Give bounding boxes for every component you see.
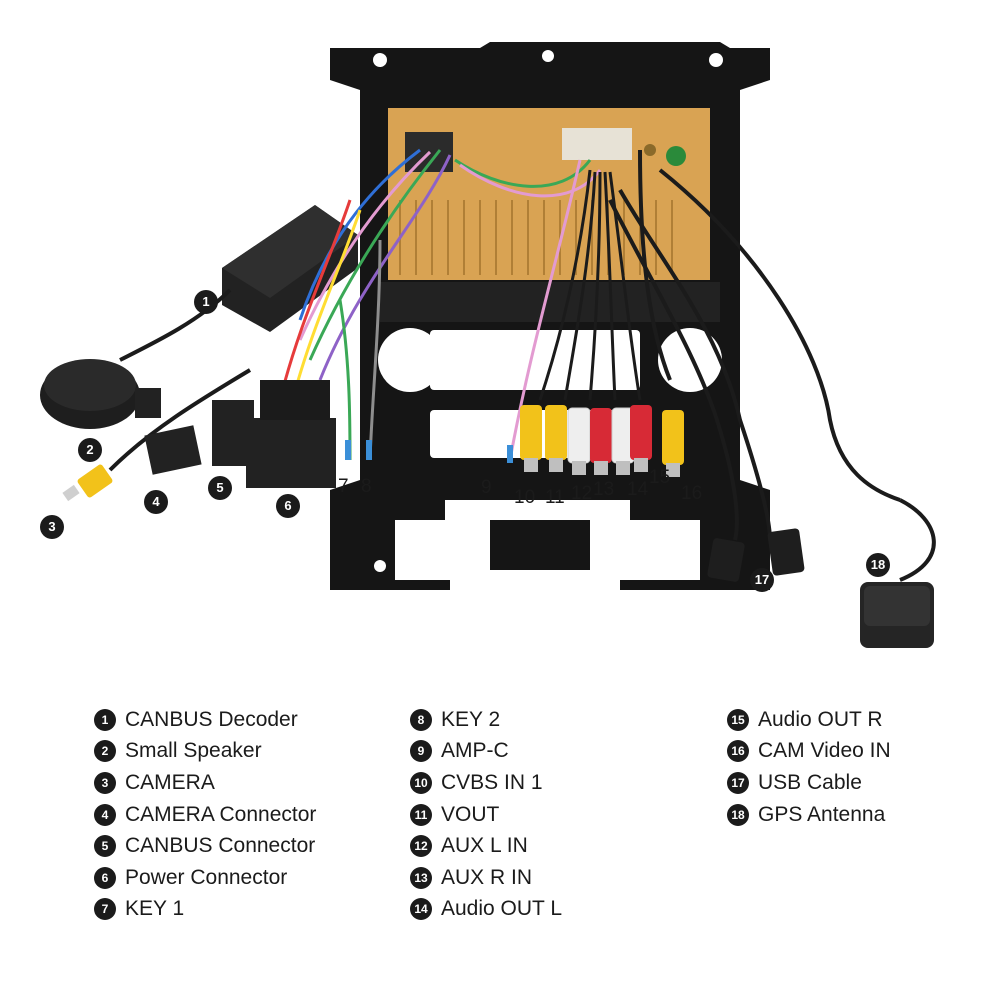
legend-item: 10 CVBS IN 1	[410, 767, 710, 799]
legend-label: AMP-C	[441, 739, 509, 763]
legend-number-badge: 14	[410, 898, 432, 921]
legend-item: 7 KEY 1	[94, 894, 394, 926]
legend-label: CAMERA	[125, 770, 215, 794]
legend-item: 11 VOUT	[410, 799, 710, 831]
legend-item: 6 Power Connector	[94, 862, 394, 894]
legend-item: 3 CAMERA	[94, 767, 394, 799]
legend-number-badge: 16	[727, 740, 749, 763]
legend-label: VOUT	[441, 802, 500, 826]
legend-item: 9 AMP-C	[410, 736, 710, 768]
legend-item: 14 Audio OUT L	[410, 894, 710, 926]
legend-item: 12 AUX L IN	[410, 830, 710, 862]
legend-item: 8 KEY 2	[410, 704, 710, 736]
legend-label: GPS Antenna	[758, 802, 886, 826]
camera-plug	[62, 464, 113, 502]
legend-item: 17 USB Cable	[727, 767, 987, 799]
legend-number-badge: 1	[94, 708, 116, 731]
legend-label: CANBUS Connector	[125, 834, 316, 858]
legend-number-badge: 13	[410, 866, 432, 889]
legend-item: 4 CAMERA Connector	[94, 799, 394, 831]
callout-number-7: 7	[338, 476, 349, 497]
legend-label: AUX R IN	[441, 865, 533, 889]
legend-number-badge: 3	[94, 771, 116, 794]
callout-number-15: 15	[649, 467, 671, 488]
callout-number-12: 12	[571, 483, 593, 504]
legend-number-badge: 9	[410, 740, 432, 763]
legend-item: 13 AUX R IN	[410, 862, 710, 894]
callout-marker-6: 6	[276, 494, 300, 518]
legend-item: 15 Audio OUT R	[727, 704, 987, 736]
legend-number-badge: 17	[727, 771, 749, 794]
callout-marker-5: 5	[208, 476, 232, 500]
legend-label: Audio OUT L	[441, 897, 563, 921]
usb-plugs	[707, 528, 805, 582]
legend-column-2: 8 KEY 2 9 AMP-C 10 CVBS IN 1 11 VOUT 12 AUX L…	[410, 704, 710, 925]
connector-blocks	[144, 380, 336, 488]
legend-number-badge: 18	[727, 803, 749, 826]
callout-number-16: 16	[681, 483, 703, 504]
legend-number-badge: 8	[410, 708, 432, 731]
legend-number-badge: 15	[727, 708, 749, 731]
callout-marker-17: 17	[750, 568, 774, 592]
legend-item: 1 CANBUS Decoder	[94, 704, 394, 736]
small-speaker	[40, 359, 161, 429]
head-unit-wiring-photo	[40, 42, 936, 648]
legend-item: 5 CANBUS Connector	[94, 830, 394, 862]
legend-number-badge: 5	[94, 835, 116, 858]
callout-marker-18: 18	[866, 553, 890, 577]
rca-plugs	[520, 405, 684, 477]
callout-number-11: 11	[545, 487, 565, 508]
legend-item: 16 CAM Video IN	[727, 736, 987, 768]
legend-label: CAM Video IN	[758, 739, 891, 763]
callout-number-9: 9	[481, 477, 492, 498]
legend-number-badge: 2	[94, 740, 116, 763]
legend-label: KEY 2	[441, 707, 501, 731]
callout-marker-2: 2	[78, 438, 102, 462]
legend-label: KEY 1	[125, 897, 185, 921]
legend-number-badge: 10	[410, 771, 432, 794]
legend-number-badge: 7	[94, 898, 116, 921]
canbus-decoder	[222, 205, 358, 332]
wire-harness	[108, 148, 901, 541]
legend-number-badge: 4	[94, 803, 116, 826]
callout-number-14: 14	[627, 479, 649, 500]
main-board	[380, 108, 720, 322]
legend-number-badge: 11	[410, 803, 432, 826]
legend-column-1: 1 CANBUS Decoder 2 Small Speaker 3 CAMERA 4…	[94, 704, 394, 925]
gps-antenna	[860, 498, 936, 648]
legend-item: 18 GPS Antenna	[727, 799, 987, 831]
legend-label: CANBUS Decoder	[125, 707, 298, 731]
legend-label: Power Connector	[125, 865, 288, 889]
callout-marker-3: 3	[40, 515, 64, 539]
legend-label: CVBS IN 1	[441, 770, 543, 794]
legend-number-badge: 12	[410, 835, 432, 858]
legend-label: USB Cable	[758, 770, 862, 794]
callout-number-13: 13	[593, 479, 615, 500]
legend-item: 2 Small Speaker	[94, 736, 394, 768]
legend-label: CAMERA Connector	[125, 802, 317, 826]
legend-label: AUX L IN	[441, 834, 528, 858]
callout-marker-1: 1	[194, 290, 218, 314]
callout-number-8: 8	[361, 476, 372, 497]
legend-number-badge: 6	[94, 866, 116, 889]
legend-label: Small Speaker	[125, 739, 262, 763]
legend-label: Audio OUT R	[758, 707, 883, 731]
callout-number-10: 10	[514, 487, 536, 508]
key-wire-tips	[345, 440, 513, 463]
legend-column-3: 15 Audio OUT R 16 CAM Video IN 17 USB Cable…	[727, 704, 987, 830]
callout-marker-4: 4	[144, 490, 168, 514]
